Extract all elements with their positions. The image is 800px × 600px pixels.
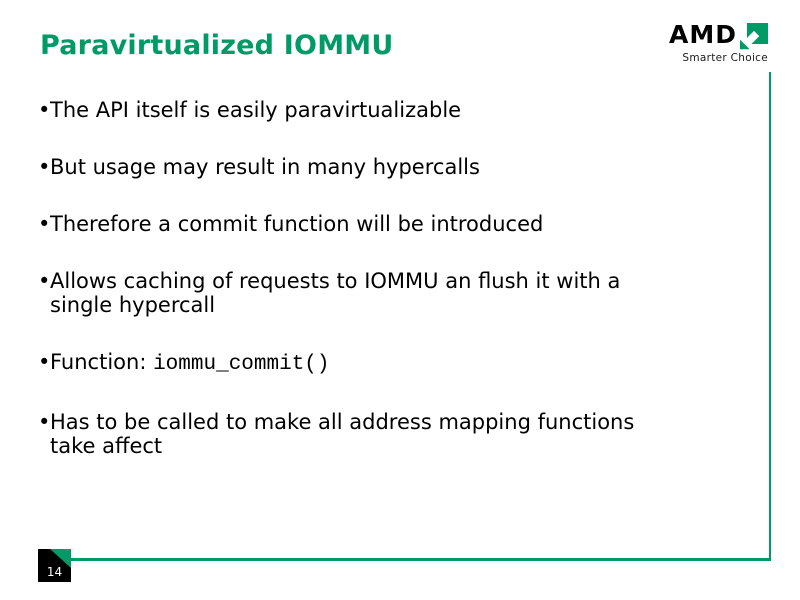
page-title: Paravirtualized IOMMU (40, 30, 394, 61)
amd-arrow-icon (740, 23, 768, 50)
bullet-item: Function: iommu_commit() (38, 350, 728, 377)
bullet-text: Has to be called to make all address map… (50, 410, 635, 434)
bullet-list: The API itself is easily paravirtualizab… (38, 98, 728, 491)
amd-logo-text: AMD (669, 20, 737, 49)
bullet-text: Allows caching of requests to IOMMU an f… (50, 269, 621, 293)
amd-tagline: Smarter Choice (682, 52, 768, 64)
bullet-text: single hypercall (50, 293, 216, 317)
bullet-item: The API itself is easily paravirtualizab… (38, 98, 728, 122)
right-border-line (769, 72, 771, 560)
bullet-item: Has to be called to make all address map… (38, 410, 728, 458)
bottom-border-line (71, 558, 771, 561)
bullet-code-text: iommu_commit() (153, 353, 330, 376)
bullet-item: Therefore a commit function will be intr… (38, 212, 728, 236)
page-number: 14 (46, 565, 63, 579)
bullet-text: But usage may result in many hypercalls (50, 155, 480, 179)
bullet-text: take affect (50, 434, 163, 458)
bullet-item: But usage may result in many hypercalls (38, 155, 728, 179)
bullet-text: Function: (50, 350, 154, 374)
bullet-text: The API itself is easily paravirtualizab… (50, 98, 462, 122)
bullet-text: Therefore a commit function will be intr… (50, 212, 544, 236)
amd-logo-row: AMD (669, 22, 768, 51)
amd-logo: AMD Smarter Choice (669, 22, 768, 64)
bullet-item: Allows caching of requests to IOMMU an f… (38, 269, 728, 317)
page-number-box: 14 (38, 549, 71, 582)
